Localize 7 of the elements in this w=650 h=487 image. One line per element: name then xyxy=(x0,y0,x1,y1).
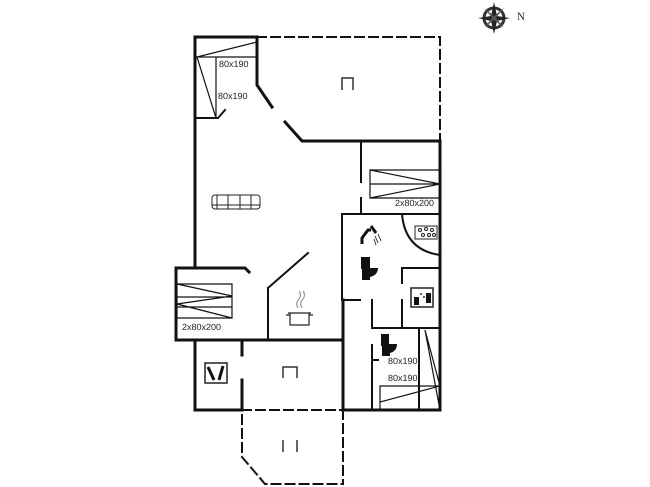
bed-size-label: 80x190 xyxy=(388,356,418,366)
bed-size-label: 2x80x200 xyxy=(395,198,434,208)
north-label: N xyxy=(517,12,525,22)
bed-size-label: 80x190 xyxy=(388,373,418,383)
bed-size-label: 80x190 xyxy=(219,59,249,69)
bed-size-label: 2x80x200 xyxy=(182,322,222,332)
bed-size-label: 80x190 xyxy=(218,91,248,101)
